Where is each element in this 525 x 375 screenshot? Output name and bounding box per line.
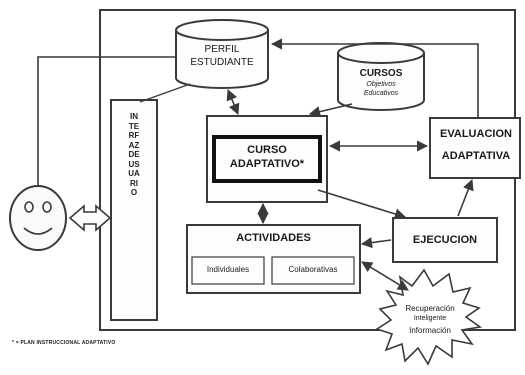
colaborativas-label: Colaborativas xyxy=(288,265,338,274)
individuales-label: Individuales xyxy=(206,265,250,274)
individuales-box xyxy=(191,256,265,285)
cursos-subtitle2: Educativos xyxy=(363,90,399,97)
recuperacion-line2: Inteligente xyxy=(413,315,447,322)
connector-ejecucion-actividades xyxy=(360,237,392,249)
connector-perfil-curso xyxy=(226,88,240,116)
perfil-label-line1: PERFIL xyxy=(204,44,240,55)
evaluacion-line2: ADAPTATIVA xyxy=(441,150,511,162)
curso-adaptativo-inner xyxy=(212,135,322,183)
recuperacion-starburst xyxy=(375,268,483,366)
user-interface-double-arrow xyxy=(68,204,112,232)
curso-adaptativo-line2: ADAPTATIVO* xyxy=(229,158,305,170)
recuperacion-line1: Recuperación xyxy=(405,304,455,313)
interfaz-usuario-box xyxy=(110,99,158,321)
connector-curso-ejecucion xyxy=(317,189,407,220)
connector-actividades-recuperacion xyxy=(361,261,409,291)
perfil-estudiante-cylinder xyxy=(175,19,269,89)
cursos-cylinder xyxy=(337,42,425,111)
colaborativas-box xyxy=(271,256,355,285)
evaluacion-box xyxy=(429,117,521,179)
recuperacion-line3: Información xyxy=(409,326,451,335)
connector-perfil-interfaz xyxy=(139,83,191,103)
perfil-label-line2: ESTUDIANTE xyxy=(190,57,254,68)
cursos-title: CURSOS xyxy=(359,68,403,79)
interfaz-label: INTERFAZ DE USUARIO xyxy=(128,112,140,197)
connector-user-perfil xyxy=(37,56,178,186)
ejecucion-label: EJECUCION xyxy=(412,234,478,246)
user-smiley-icon xyxy=(9,185,67,251)
cursos-subtitle1: Objetivos xyxy=(366,81,396,88)
connector-evaluacion-perfil xyxy=(270,38,479,118)
connector-ejecucion-evaluacion xyxy=(457,178,474,217)
footnote: * = PLAN INSTRUCCIONAL ADAPTATIVO xyxy=(12,340,116,346)
connector-cursos-curso xyxy=(308,103,353,118)
ejecucion-box xyxy=(392,217,498,263)
curso-adaptativo-line1: CURSO xyxy=(247,144,287,156)
actividades-title: ACTIVIDADES xyxy=(236,232,311,244)
evaluacion-line1: EVALUACION xyxy=(440,128,512,140)
